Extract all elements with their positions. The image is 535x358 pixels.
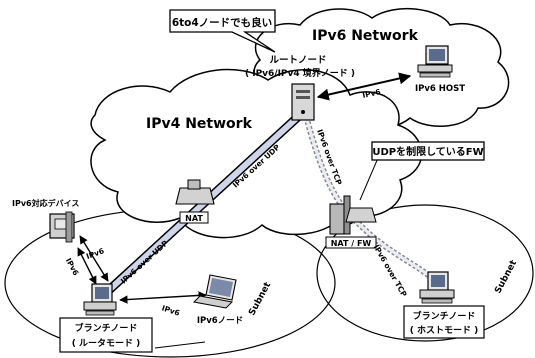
callout-udp-leader bbox=[359, 157, 379, 201]
callout-udp-fw-text: UDPを制限しているFW bbox=[372, 145, 483, 158]
root-server-icon bbox=[291, 83, 315, 121]
branch-host-computer-icon bbox=[419, 271, 455, 304]
ipv6-device-icon bbox=[49, 211, 75, 243]
ipv6-node-label: IPv6ノード bbox=[197, 316, 243, 326]
ipv6-host-computer-icon bbox=[417, 45, 453, 78]
link-router-device-b-label: IPv6 bbox=[64, 257, 81, 277]
callout-sixtofour: 6to4ノードでも良い bbox=[169, 9, 276, 53]
link-router-node bbox=[119, 291, 207, 304]
branch-label-leader bbox=[154, 341, 206, 349]
link-router-device-b bbox=[77, 247, 97, 285]
callout-sixtofour-text: 6to4ノードでも良い bbox=[172, 16, 272, 29]
root-node-title: ルートノード bbox=[269, 55, 326, 66]
ipv6-cloud-label: IPv6 Network bbox=[312, 28, 419, 44]
callout-udp-fw: UDPを制限しているFW bbox=[371, 141, 485, 161]
ipv6-node-laptop-icon bbox=[192, 274, 237, 309]
root-node-subtitle: ( IPv6/IPv4 境界ノード ) bbox=[245, 67, 355, 79]
nat-router-icon bbox=[175, 179, 215, 205]
ipv4-cloud-label: IPv4 Network bbox=[146, 116, 253, 132]
ipv6-device-label: IPv6対応デバイス bbox=[12, 198, 79, 208]
right-subnet-ellipse bbox=[316, 204, 534, 342]
nat-fw-firewall-icon bbox=[329, 195, 377, 235]
left-subnet-label: Subnet bbox=[247, 280, 273, 317]
nat-label: NAT bbox=[185, 214, 203, 223]
tcp-tunnel bbox=[302, 111, 443, 288]
link-root-host-label: IPv6 bbox=[362, 87, 382, 100]
branch-router-computer-icon bbox=[83, 283, 117, 316]
branch-host-label-box bbox=[403, 305, 485, 339]
branch-host-subtitle: ( ホストモード ) bbox=[410, 325, 479, 336]
right-subnet-label: Subnet bbox=[493, 258, 519, 295]
link-router-node-label: IPv6 bbox=[161, 303, 181, 317]
branch-router-subtitle: ( ルータモード ) bbox=[72, 337, 141, 349]
udp-tunnel bbox=[92, 111, 304, 306]
link-root-host bbox=[316, 72, 412, 101]
nat-fw-label: NAT / FW bbox=[331, 239, 372, 248]
branch-router-label-box bbox=[59, 317, 153, 353]
udp-tunnel-lower-label: IPv6 over UDP bbox=[119, 238, 170, 285]
branch-router-title: ブランチノード bbox=[75, 322, 138, 334]
branch-host-title: ブランチノード bbox=[413, 310, 476, 322]
ipv6-host-label: IPv6 HOST bbox=[415, 84, 465, 94]
